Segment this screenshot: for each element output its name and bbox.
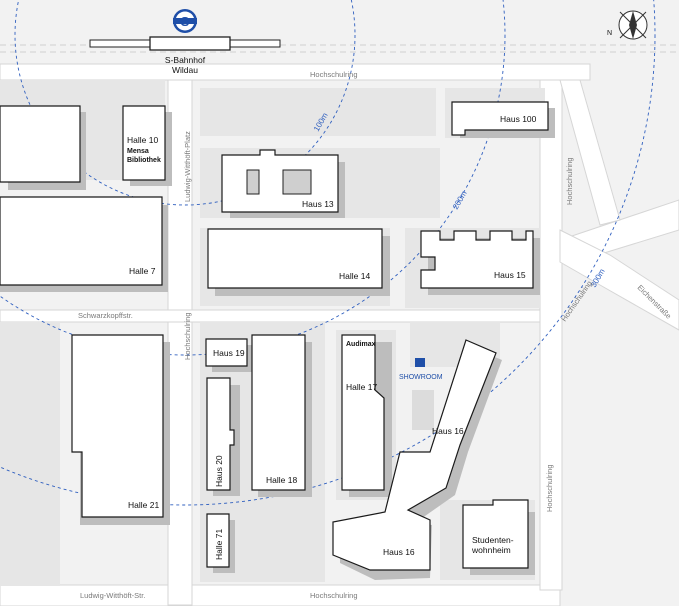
building-haus-16: Haus 16 Haus 16 [332,339,502,580]
halle10-sub2: Bibliothek [127,157,161,164]
ring-100m [14,0,356,206]
studenten-line1: Studenten- [472,535,514,545]
haus16-upper-label: Haus 16 [432,426,464,436]
building-haus-100: Haus 100 [451,101,555,138]
ring-200m [0,0,506,356]
haus13-label: Haus 13 [302,199,334,209]
street-ludwig-str: Ludwig-Witthöft-Str. [80,591,145,600]
showroom-marker[interactable]: SHOWROOM [399,358,443,381]
street-hochschulring-vlower: Hochschulring [545,464,554,512]
svg-text:S: S [181,14,190,29]
haus19-label: Haus 19 [213,348,245,358]
haus16-lower-label: Haus 16 [383,547,415,557]
building-haus-20: Haus 20 [206,377,240,496]
building-halle-71: Halle 71 [206,513,235,573]
building-halle-10: Halle 10 Mensa Bibliothek [122,105,172,186]
building-halle-21: Halle 21 [71,334,170,525]
building-halle-14: Halle 14 [207,228,390,296]
building-haus-15: Haus 15 [420,230,540,295]
halle7-label: Halle 7 [129,266,156,276]
station-platform [89,36,281,51]
compass-north-label: N [607,30,612,37]
halle10-name: Halle 10 [127,135,158,145]
building-halle-17: Audimax Halle 17 [341,334,392,497]
halle18-label: Halle 18 [266,475,297,485]
halle14-label: Halle 14 [339,271,370,281]
building-left-top [0,105,86,190]
audimax-label: Audimax [346,341,376,348]
station-label-line1: S-Bahnhof [165,55,206,65]
haus20-label: Haus 20 [214,455,224,487]
building-studentenwohnheim: Studenten- wohnheim [462,499,535,575]
street-ludwig-platz: Ludwig-Witthöft-Platz [183,131,192,202]
studenten-line2: wohnheim [471,545,511,555]
street-hochschulring-vmid: Hochschulring [183,312,192,360]
haus100-label: Haus 100 [500,114,537,124]
compass-icon [618,10,648,40]
halle10-sub1: Mensa [127,148,149,155]
building-halle-18: Halle 18 [251,334,312,497]
halle71-label: Halle 71 [214,529,224,560]
halle21-label: Halle 21 [128,500,159,510]
showroom-label[interactable]: SHOWROOM [399,374,443,381]
haus15-label: Haus 15 [494,270,526,280]
street-hochschulring-bottom: Hochschulring [310,591,358,600]
building-haus-13: Haus 13 [221,149,345,218]
sbahn-logo-icon: S [173,9,197,33]
ring-300m [0,0,656,506]
street-hochschulring-top: Hochschulring [310,70,358,79]
building-haus-19: Haus 19 [205,338,253,372]
station-label-line2: Wildau [172,65,198,75]
street-hochschulring-vright: Hochschulring [565,157,574,205]
street-schwarzkopff: Schwarzkopffstr. [78,311,133,320]
halle17-label: Halle 17 [346,382,377,392]
building-halle-7: Halle 7 [0,196,168,292]
